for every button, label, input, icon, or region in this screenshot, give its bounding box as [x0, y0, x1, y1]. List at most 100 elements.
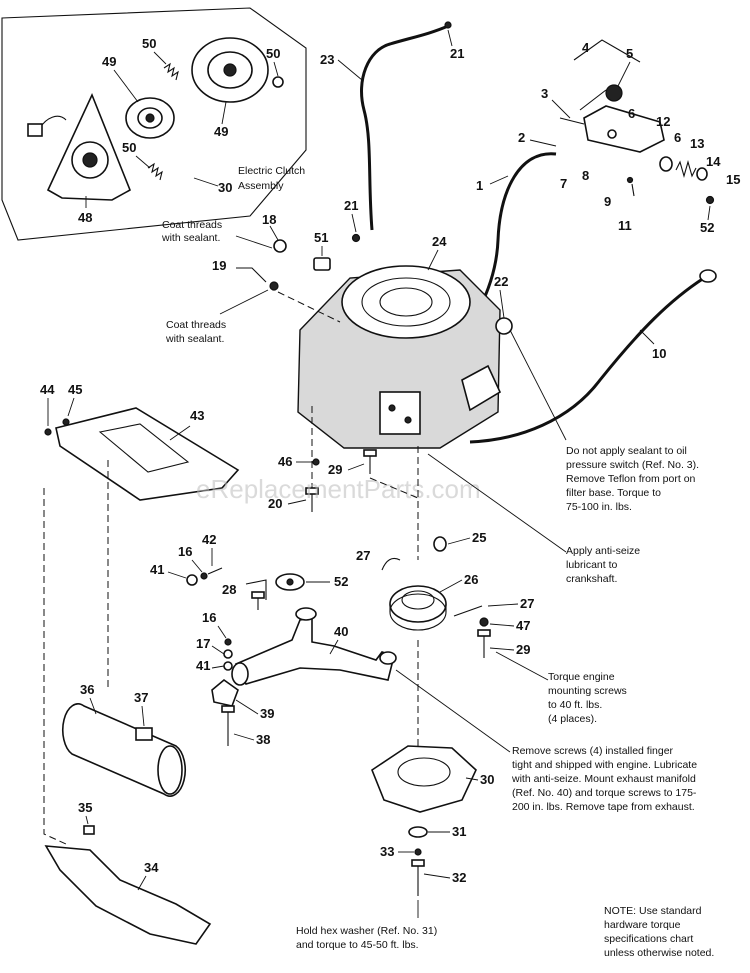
note-exhaust-4: (Ref. No. 40) and torque screws to 175- — [512, 787, 697, 799]
note-coat-threads-2b: with sealant. — [165, 333, 224, 345]
callout-8: 8 — [582, 168, 589, 183]
callout-30-a: 30 — [218, 180, 232, 195]
callout-40: 40 — [334, 624, 348, 639]
callout-14: 14 — [706, 154, 721, 169]
callout-50-b: 50 — [266, 46, 280, 61]
callout-15: 15 — [726, 172, 740, 187]
callout-43: 43 — [190, 408, 204, 423]
callout-37: 37 — [134, 690, 148, 705]
callout-10: 10 — [652, 346, 666, 361]
callout-19: 19 — [212, 258, 226, 273]
callout-41-a: 41 — [150, 562, 164, 577]
note-electric-clutch-1: Electric Clutch — [238, 165, 305, 177]
callout-12: 12 — [656, 114, 670, 129]
note-mount-torque-2: mounting screws — [548, 685, 627, 697]
note-hex-washer-1: Hold hex washer (Ref. No. 31) — [296, 925, 437, 937]
clutch-inset: 50 50 49 49 50 48 30 Electric Clutch Ass… — [1, 7, 307, 241]
callout-2: 2 — [518, 130, 525, 145]
callout-27-a: 27 — [356, 548, 370, 563]
engine: 24 22 — [297, 234, 513, 449]
note-anti-seize-1: Apply anti-seize — [566, 545, 640, 557]
engine-mount-plate: 44 45 43 — [40, 382, 240, 501]
note-oil-switch-5: 75-100 in. lbs. — [566, 501, 632, 513]
callout-30-b: 30 — [480, 772, 494, 787]
callout-31: 31 — [452, 824, 466, 839]
note-coat-threads-1a: Coat threads — [162, 219, 222, 231]
exhaust-manifold: 40 52 28 — [222, 573, 397, 686]
callout-52-b: 52 — [334, 574, 348, 589]
muffler: 36 37 — [62, 682, 186, 797]
throttle-control: 4 5 3 2 6 6 12 13 14 15 7 8 9 11 52 1 — [379, 39, 740, 422]
callout-16-a: 16 — [178, 544, 192, 559]
callout-38: 38 — [256, 732, 270, 747]
note-mount-torque-3: to 40 ft. lbs. — [548, 699, 602, 711]
note-electric-clutch-2: Assembly — [238, 180, 284, 192]
note-mount-torque-4: (4 places). — [548, 713, 597, 725]
callout-48: 48 — [78, 210, 92, 225]
clutch-30 — [371, 745, 477, 813]
callout-29-b: 29 — [516, 642, 530, 657]
callout-47: 47 — [516, 618, 530, 633]
callout-51: 51 — [314, 230, 328, 245]
oil-dipstick-cable: 10 — [469, 269, 717, 444]
note-standard-torque-1: NOTE: Use standard — [604, 905, 702, 917]
pulley-group: 25 27 26 27 47 29 — [356, 530, 534, 658]
exhaust-hardware: 41 16 42 16 17 41 39 38 — [150, 532, 274, 747]
callout-39: 39 — [260, 706, 274, 721]
note-exhaust-1: Remove screws (4) installed finger — [512, 745, 674, 757]
callout-49-a: 49 — [102, 54, 116, 69]
callout-5: 5 — [626, 46, 633, 61]
callout-1: 1 — [476, 178, 483, 193]
control-bracket — [583, 105, 665, 153]
callout-13: 13 — [690, 136, 704, 151]
callout-27-b: 27 — [520, 596, 534, 611]
note-standard-torque-3: specifications chart — [604, 933, 693, 945]
callout-36: 36 — [80, 682, 94, 697]
heat-shield: 35 34 — [44, 800, 212, 945]
note-leaders — [395, 329, 567, 918]
note-mount-torque-1: Torque engine — [548, 671, 615, 683]
callout-23: 23 — [320, 52, 334, 67]
callout-21-a: 21 — [450, 46, 464, 61]
callout-50-a: 50 — [142, 36, 156, 51]
note-anti-seize-2: lubricant to — [566, 559, 618, 571]
callout-16-b: 16 — [202, 610, 216, 625]
callout-42: 42 — [202, 532, 216, 547]
note-anti-seize-3: crankshaft. — [566, 573, 617, 585]
note-oil-switch-4: filter base. Torque to — [566, 487, 661, 499]
callout-32: 32 — [452, 870, 466, 885]
callout-41-b: 41 — [196, 658, 210, 673]
note-exhaust-2: tight and shipped with engine. Lubricate — [512, 759, 697, 771]
callout-52-a: 52 — [700, 220, 714, 235]
callout-6-b: 6 — [674, 130, 681, 145]
fittings: 18 19 51 Coat threads with sealant. Coat… — [161, 212, 331, 345]
callout-18: 18 — [262, 212, 276, 227]
lower-clutch: 30 31 33 32 — [371, 745, 494, 896]
note-exhaust-3: with anti-seize. Mount exhaust manifold — [511, 773, 696, 785]
note-hex-washer-2: and torque to 45-50 ft. lbs. — [296, 939, 419, 951]
callout-4: 4 — [582, 40, 590, 55]
callout-28: 28 — [222, 582, 236, 597]
notes: Do not apply sealant to oil pressure swi… — [296, 445, 714, 959]
note-standard-torque-2: hardware torque — [604, 919, 681, 931]
spring-50-bottom — [147, 162, 163, 181]
callout-45: 45 — [68, 382, 82, 397]
note-oil-switch-3: Remove Teflon from port on — [566, 473, 696, 485]
note-exhaust-5: 200 in. lbs. Remove tape from exhaust. — [512, 801, 695, 813]
note-coat-threads-1b: with sealant. — [161, 232, 220, 244]
guide-lines — [43, 291, 419, 845]
callout-21-b: 21 — [344, 198, 358, 213]
callout-49-b: 49 — [214, 124, 228, 139]
callout-6-a: 6 — [628, 106, 635, 121]
note-oil-switch-1: Do not apply sealant to oil — [566, 445, 687, 457]
callout-34: 34 — [144, 860, 159, 875]
callout-17: 17 — [196, 636, 210, 651]
callout-26: 26 — [464, 572, 478, 587]
callout-46: 46 — [278, 454, 292, 469]
note-standard-torque-4: unless otherwise noted. — [604, 947, 714, 959]
note-coat-threads-2a: Coat threads — [166, 319, 226, 331]
throttle-cable: 23 21 21 — [320, 21, 464, 243]
callout-25: 25 — [472, 530, 486, 545]
mount-hardware: 46 20 29 — [268, 406, 377, 512]
callout-29-a: 29 — [328, 462, 342, 477]
